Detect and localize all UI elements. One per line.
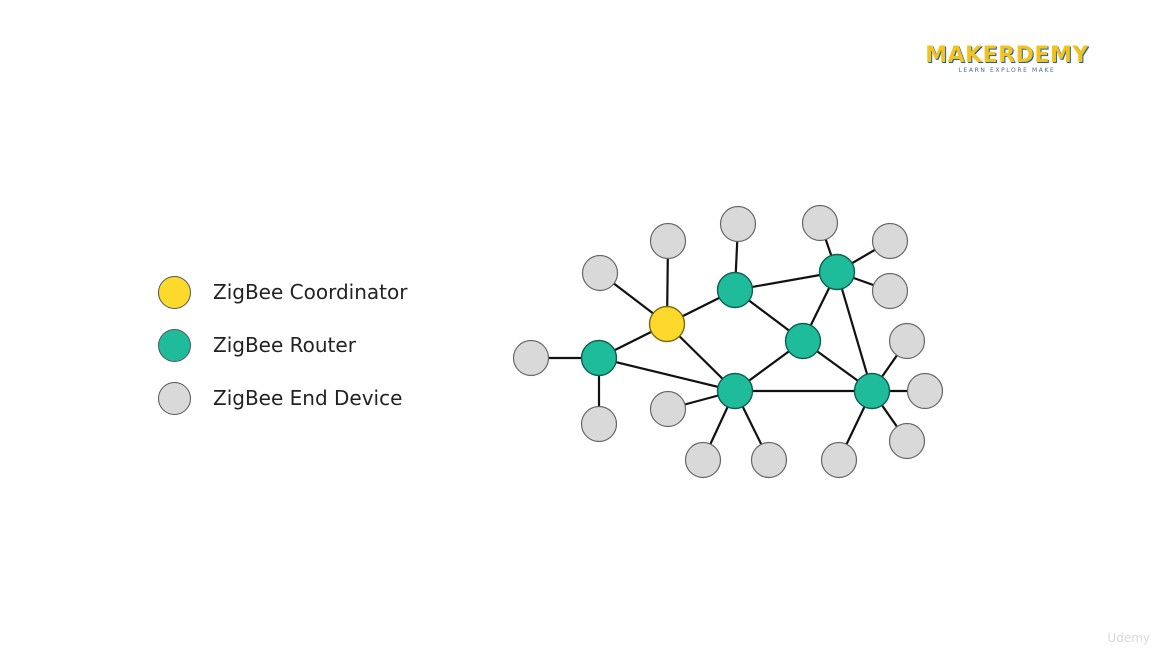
end-device-node <box>801 204 839 242</box>
legend-item-coordinator: ZigBee Coordinator <box>158 274 407 310</box>
end-device-swatch <box>158 381 191 415</box>
end-device-node <box>649 390 687 428</box>
legend: ZigBee Coordinator ZigBee Router ZigBee … <box>158 274 407 433</box>
end-device-node <box>888 422 926 460</box>
end-device-node <box>888 322 926 360</box>
end-device-node <box>750 441 788 479</box>
routers <box>580 253 891 410</box>
router-swatch <box>158 328 191 362</box>
end-device-node <box>871 222 909 260</box>
end-device-node <box>820 441 858 479</box>
logo-tagline: LEARN EXPLORE MAKE <box>958 67 1056 74</box>
coordinator-swatch <box>158 275 191 309</box>
router-node <box>580 339 618 377</box>
end-device-node <box>649 222 687 260</box>
end-device-node <box>512 339 550 377</box>
end-device-node <box>580 405 618 443</box>
udemy-watermark: Udemy <box>1107 631 1150 645</box>
end-device-node <box>684 441 722 479</box>
legend-label-coordinator: ZigBee Coordinator <box>213 280 408 304</box>
legend-label-router: ZigBee Router <box>213 333 356 357</box>
link <box>598 356 736 393</box>
legend-item-router: ZigBee Router <box>158 327 407 363</box>
router-node <box>853 372 891 410</box>
router-node <box>784 322 822 360</box>
end-device-node <box>719 205 757 243</box>
end-device-node <box>581 254 619 292</box>
link <box>835 271 874 392</box>
legend-label-end-device: ZigBee End Device <box>213 386 403 410</box>
legend-item-end-device: ZigBee End Device <box>158 380 407 416</box>
makerdemy-logo: MAKERDEMY LEARN EXPLORE MAKE <box>922 44 1092 78</box>
logo-name: MAKERDEMY <box>925 43 1089 68</box>
router-node <box>716 271 754 309</box>
end-devices <box>512 204 944 479</box>
router-node <box>716 372 754 410</box>
router-node <box>818 253 856 291</box>
end-device-node <box>906 372 944 410</box>
end-device-node <box>871 272 909 310</box>
coordinator-node <box>648 305 686 343</box>
